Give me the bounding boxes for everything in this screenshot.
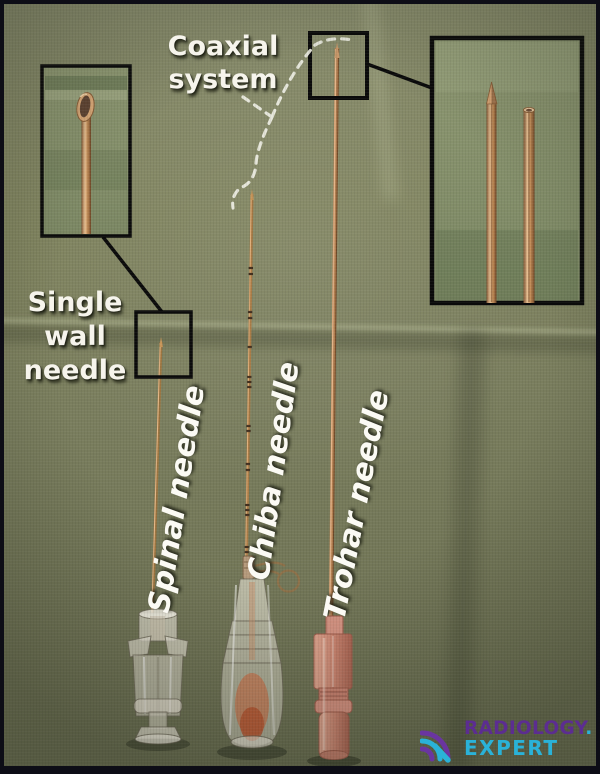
- chiba-depth-markings: [244, 266, 253, 559]
- single-wall-line3: needle: [23, 354, 127, 386]
- trohar-needle-tip: [334, 42, 340, 58]
- logo-arcs-icon: [420, 730, 451, 763]
- coaxial-dashed-pointer: [231, 37, 354, 210]
- chiba-needle: [217, 189, 301, 760]
- logo-dot: .: [585, 718, 593, 739]
- left-inset-photo: [40, 64, 132, 238]
- single-wall-needle-label: Single wall needle: [8, 286, 142, 387]
- logo-word-expert: EXPERT: [464, 735, 559, 760]
- cannula-tip-detail: [523, 106, 535, 303]
- single-wall-line1: Single: [27, 287, 123, 318]
- logo-word-radiology: RADIOLOGY.: [464, 718, 593, 739]
- callout-connector-right: [366, 62, 433, 90]
- coaxial-line1: Coaxial: [167, 31, 279, 62]
- coaxial-line2: system: [168, 63, 278, 95]
- trohar-needle-hub: [313, 615, 353, 760]
- bevel-tip-detail: [76, 92, 95, 234]
- callout-connector-left: [101, 235, 164, 314]
- chiba-wire-loop: [254, 561, 301, 593]
- spinal-needle-tip: [159, 337, 163, 347]
- trohar-needle: [307, 42, 361, 767]
- single-wall-line2: wall: [44, 320, 106, 352]
- trohar-hub-shadow: [307, 755, 361, 767]
- chiba-hub-shadow: [217, 744, 287, 760]
- radiology-expert-logo: RADIOLOGY. EXPERT: [420, 718, 593, 766]
- callout-box-single-wall: [134, 310, 193, 379]
- spinal-needle: [126, 337, 190, 751]
- stylet-tip-detail: [485, 81, 498, 303]
- chiba-needle-hub: [220, 578, 284, 749]
- spinal-needle-hub: [127, 608, 189, 745]
- photo-border-bottom: [0, 766, 600, 774]
- right-inset-photo: [429, 35, 585, 306]
- chiba-luer-fitting: [242, 555, 255, 580]
- coaxial-system-label: Coaxial system: [150, 31, 296, 97]
- logo-radiology-text: RADIOLOGY: [464, 718, 586, 739]
- logo-wordmark: RADIOLOGY. EXPERT: [464, 718, 593, 760]
- chiba-needle-tip: [250, 189, 254, 200]
